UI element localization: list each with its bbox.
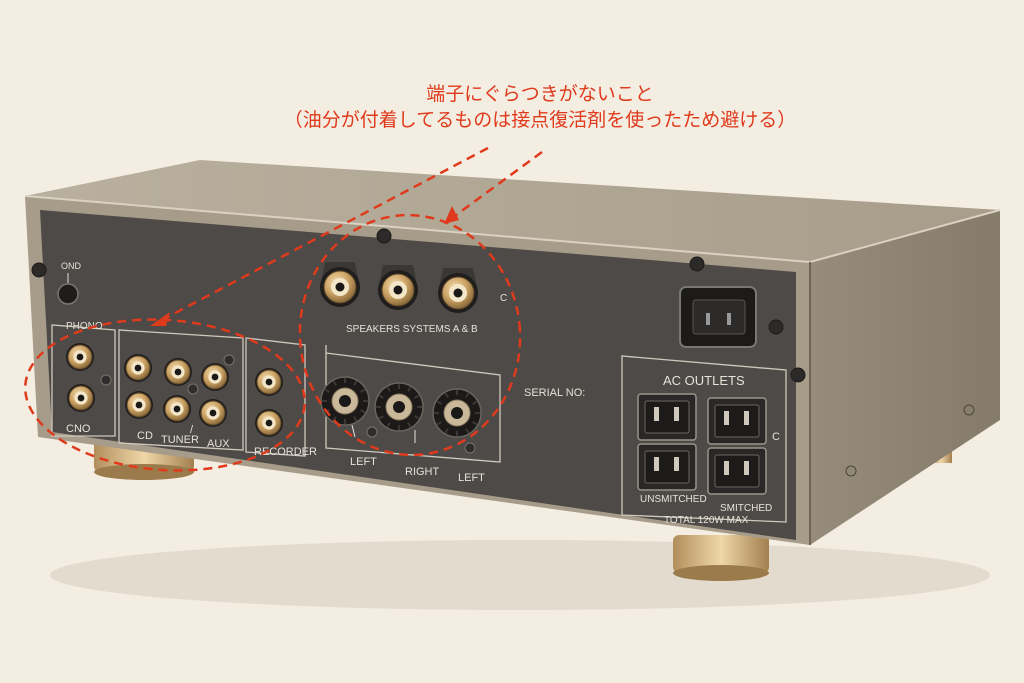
serial-label: SERIAL NO:	[524, 387, 585, 399]
screw-icon	[689, 256, 705, 272]
rca-jack-icon	[255, 368, 283, 396]
speaker-labels: LEFT RIGHT LEFT	[350, 424, 485, 484]
screw-icon	[790, 367, 806, 383]
binding-post-icon	[320, 376, 370, 426]
screw-icon	[845, 465, 857, 477]
ac-outlet-icon	[637, 443, 697, 491]
small-knobs	[100, 354, 235, 395]
recorder-label: RECORDER	[254, 446, 317, 458]
input-slash: /	[190, 424, 194, 436]
floor-shadow	[50, 540, 990, 610]
ac-outlets: C	[637, 393, 780, 495]
arrow-line-right	[451, 150, 543, 220]
tuner-label: TUNER	[161, 434, 199, 446]
binding-post-icon	[374, 382, 424, 432]
speaker-terminal-icon	[438, 268, 478, 313]
speaker-right: RIGHT	[405, 466, 440, 478]
arrowhead-icon	[150, 312, 170, 326]
screws	[31, 228, 975, 477]
rca-jack-icon	[201, 363, 229, 391]
rca-jacks	[66, 343, 283, 437]
speakers-title: SPEAKERS SYSTEMS A & B	[346, 324, 478, 335]
chassis-side	[810, 210, 1000, 545]
ac-labels: UNSMITCHED SMITCHED TOTAL 120W MAX	[640, 494, 772, 526]
power-inlet	[679, 286, 757, 348]
rca-jack-icon	[164, 358, 192, 386]
arrowheads	[150, 206, 459, 326]
annotation-line-1: 端子にぐらつきがないこと	[426, 83, 654, 105]
speaker-left-1: LEFT	[350, 456, 377, 468]
binding-post-icon	[432, 388, 482, 438]
rca-jack-icon	[163, 395, 191, 423]
speaker-left-2: LEFT	[458, 472, 485, 484]
ac-outlets-title: AC OUTLETS	[663, 373, 745, 388]
highlight-ellipse-inputs	[23, 318, 307, 472]
total-label: TOTAL 120W MAX	[664, 515, 749, 526]
aux-label: AUX	[207, 438, 230, 450]
arrowhead-icon	[444, 206, 459, 224]
highlight-ellipse-speakers	[298, 213, 522, 457]
ground-label: OND	[61, 261, 82, 271]
screw-icon	[31, 262, 47, 278]
unswitched-label: UNSMITCHED	[640, 494, 707, 505]
ac-outlet-icon	[637, 393, 697, 441]
speaker-small-knobs	[366, 426, 476, 454]
rca-jack-icon	[67, 384, 95, 412]
annotation	[23, 146, 543, 472]
screw-icon	[376, 228, 392, 244]
rear-panel	[40, 210, 796, 540]
outlet-mark: C	[772, 431, 780, 443]
ground-terminal: OND	[57, 261, 82, 305]
speaker-terminal-icon	[320, 262, 360, 307]
cd-label: CD	[137, 430, 153, 442]
ac-outlet-icon	[707, 397, 767, 445]
annotation-line-2: （油分が付着してるものは接点復活剤を使ったため避ける）	[284, 109, 796, 131]
binding-posts	[320, 376, 482, 438]
screw-icon	[963, 404, 975, 416]
arrow-line-left	[161, 146, 489, 322]
screw-icon	[768, 319, 784, 335]
rca-jack-icon	[124, 354, 152, 382]
ac-outlet-icon	[707, 447, 767, 495]
chassis	[24, 160, 1001, 545]
switched-label: SMITCHED	[720, 503, 772, 514]
speaker-terminal-icon	[378, 265, 418, 310]
rca-jack-icon	[66, 343, 94, 371]
speaker-mark: C	[500, 293, 507, 304]
phono-label: PHONO	[66, 321, 103, 332]
chassis-top	[25, 160, 1000, 262]
speaker-jacks	[320, 262, 478, 313]
input-labels: CNO CD TUNER / AUX RECORDER	[66, 423, 317, 458]
phono-sub-label: CNO	[66, 423, 91, 435]
rca-jack-icon	[199, 399, 227, 427]
rca-jack-icon	[255, 409, 283, 437]
rca-jack-icon	[125, 391, 153, 419]
